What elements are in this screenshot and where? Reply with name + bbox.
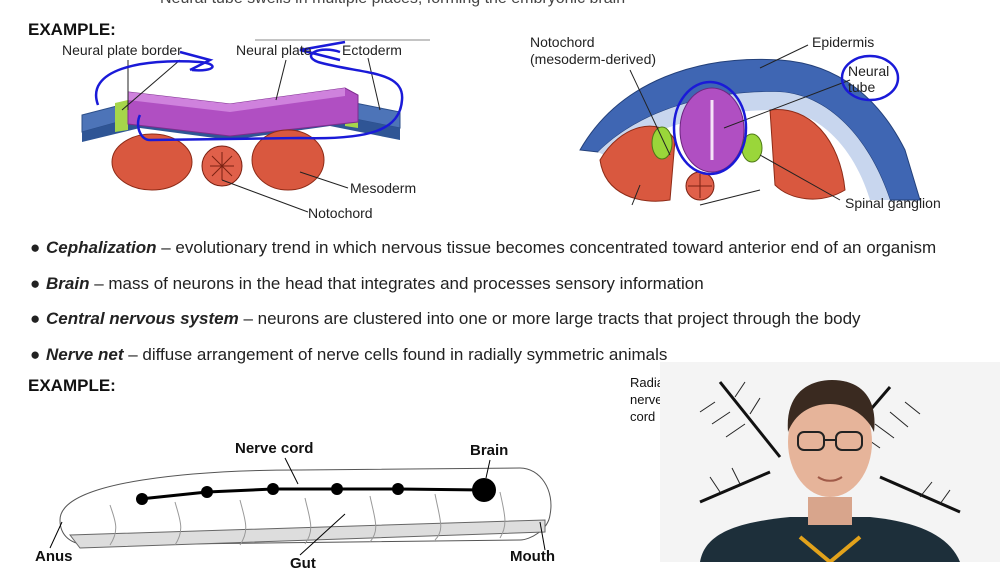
- label-epidermis: Epidermis: [812, 34, 875, 50]
- bullet-cns: ●Central nervous system – neurons are cl…: [30, 309, 861, 328]
- label-notochord-2: Notochord (mesoderm-derived): [530, 34, 656, 68]
- label-radial-nerve-cord: Radial nerve cord: [630, 374, 667, 425]
- radial-line2: nerve: [630, 392, 663, 407]
- radial-line3: cord: [630, 409, 656, 424]
- label-neural-tube-line1: Neural: [848, 63, 890, 79]
- label-neural-plate-border: Neural plate border: [62, 42, 182, 58]
- ganglion-node: [331, 483, 343, 495]
- label-ectoderm: Ectoderm: [342, 42, 402, 58]
- label-gut: Gut: [290, 555, 316, 572]
- example-heading-2: EXAMPLE:: [28, 376, 116, 395]
- label-notochord-2-line2: (mesoderm-derived): [530, 51, 657, 67]
- ganglion-node: [136, 493, 148, 505]
- starfish-background: [660, 362, 1000, 562]
- term-cephalization: Cephalization: [46, 238, 157, 257]
- term-cns: Central nervous system: [46, 309, 239, 328]
- ganglion-node: [392, 483, 404, 495]
- label-neural-tube: Neural tube: [848, 63, 889, 95]
- bullet-cephalization: ●Cephalization – evolutionary trend in w…: [30, 238, 937, 257]
- term-nerve-net: Nerve net: [46, 344, 124, 364]
- brain-node: [472, 478, 496, 502]
- label-notochord: Notochord: [308, 205, 373, 221]
- def-brain: – mass of neurons in the head that integ…: [89, 273, 704, 293]
- ganglion-node: [267, 483, 279, 495]
- label-anus: Anus: [35, 548, 73, 565]
- label-neural-plate: Neural plate: [236, 42, 312, 58]
- def-nerve-net: – diffuse arrangement of nerve cells fou…: [123, 344, 668, 364]
- term-brain: Brain: [46, 273, 90, 293]
- presenter-video: [660, 362, 1000, 562]
- def-cns: – neurons are clustered into one or more…: [238, 309, 861, 328]
- bullet-brain: ●Brain – mass of neurons in the head tha…: [30, 273, 704, 293]
- label-brain: Brain: [470, 442, 509, 459]
- label-spinal-ganglion: Spinal ganglion: [845, 195, 941, 211]
- label-mouth: Mouth: [510, 548, 555, 565]
- definition-list: ●Cephalization – evolutionary trend in w…: [30, 230, 990, 372]
- label-neural-tube-line2: tube: [848, 79, 876, 95]
- example-heading-1: EXAMPLE:: [28, 20, 116, 39]
- bullet-nerve-net: ●Nerve net – diffuse arrangement of nerv…: [30, 344, 668, 364]
- def-cephalization: – evolutionary trend in which nervous ti…: [156, 238, 937, 257]
- label-mesoderm: Mesoderm: [350, 180, 417, 196]
- label-nerve-cord: Nerve cord: [235, 440, 314, 457]
- label-notochord-2-line1: Notochord: [530, 34, 595, 50]
- header-cut-text: Neural tube swells in multiple places, f…: [160, 0, 625, 8]
- ganglion-node: [201, 486, 213, 498]
- radial-line1: Radial: [630, 375, 667, 390]
